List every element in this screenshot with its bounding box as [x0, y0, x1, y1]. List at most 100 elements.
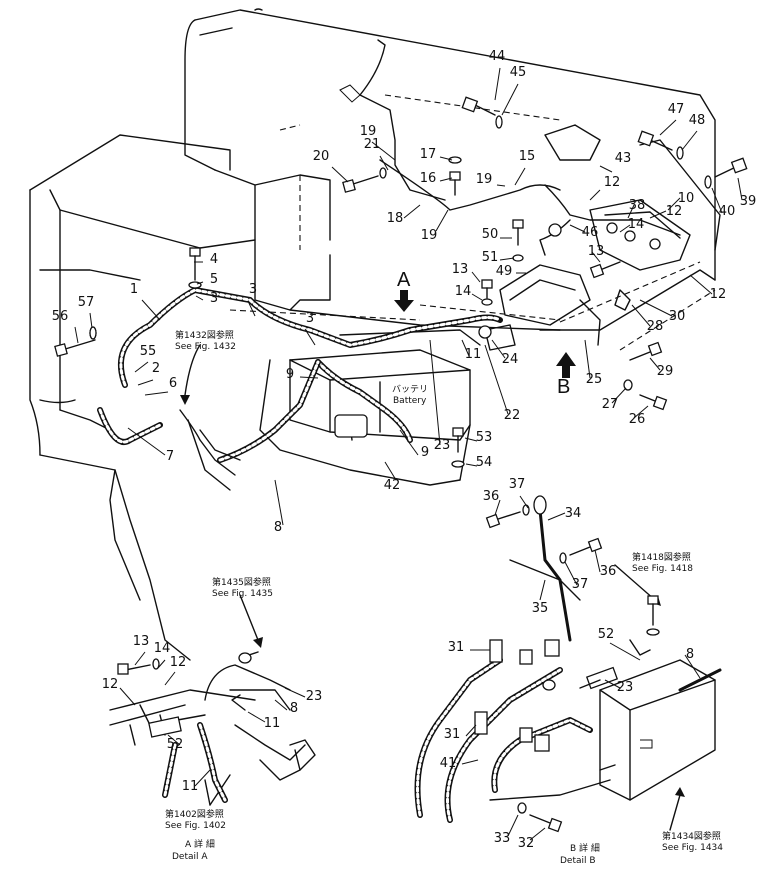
part-number-label: 13	[588, 244, 605, 259]
part-number-label: 29	[657, 364, 674, 379]
part-number-label: 33	[494, 831, 511, 846]
detail-a-caption: A 詳 細 Detail A	[172, 838, 215, 862]
part-number-label: 9	[421, 445, 429, 460]
part-number-label: 14	[455, 284, 472, 299]
see-fig-1434-callout: 第1434図参照 See Fig. 1434	[662, 830, 723, 853]
detail-b-drawing	[414, 495, 722, 833]
fig-1435-en: See Fig. 1435	[212, 589, 273, 599]
part-number-label: 25	[586, 372, 603, 387]
fig-1432-en: See Fig. 1432	[175, 342, 236, 352]
see-fig-1432-callout: 第1432図参照 See Fig. 1432	[175, 329, 236, 352]
see-fig-1435-callout: 第1435図参照 See Fig. 1435	[212, 576, 273, 599]
part-number-label: 13	[133, 634, 150, 649]
part-number-label: 12	[604, 175, 621, 190]
part-number-label: 23	[434, 438, 451, 453]
part-number-label: 8	[686, 647, 694, 662]
part-number-label: 9	[286, 367, 294, 382]
part-number-label: 1	[130, 282, 138, 297]
fig-1402-jp: 第1402図参照	[165, 808, 224, 820]
part-number-label: 31	[448, 640, 465, 655]
part-number-label: 36	[483, 489, 500, 504]
part-number-label: 10	[678, 191, 695, 206]
fig-1418-jp: 第1418図参照	[632, 551, 691, 563]
detail-a-drawing	[109, 651, 316, 803]
part-number-label: 30	[669, 309, 686, 324]
part-number-label: 12	[102, 677, 119, 692]
part-number-label: 8	[290, 701, 298, 716]
part-number-label: 18	[387, 211, 404, 226]
fig-1402-en: See Fig. 1402	[165, 821, 226, 831]
part-number-label: 51	[482, 250, 499, 265]
part-number-label: 11	[465, 347, 482, 362]
part-number-label: 12	[710, 287, 727, 302]
fasteners	[54, 96, 748, 468]
part-number-label: 2	[152, 361, 160, 376]
part-number-label: 5	[210, 272, 218, 287]
detail-a-jp: A 詳 細	[185, 838, 215, 850]
part-number-label: 3	[306, 311, 314, 326]
part-number-label: 37	[572, 577, 589, 592]
part-number-label: 42	[384, 478, 401, 493]
see-fig-1418-callout: 第1418図参照 See Fig. 1418	[632, 551, 693, 574]
part-number-label: 19	[476, 172, 493, 187]
part-number-label: 23	[617, 680, 634, 695]
part-number-label: 22	[504, 408, 521, 423]
part-number-label: 17	[420, 147, 437, 162]
part-number-label: 21	[364, 137, 381, 152]
part-number-label: 54	[476, 455, 493, 470]
battery-label-en: Battery	[393, 396, 427, 406]
part-number-label: 24	[502, 352, 519, 367]
part-number-label: 55	[140, 344, 157, 359]
part-number-label: 14	[154, 641, 171, 656]
part-number-label: 38	[629, 198, 646, 213]
part-number-label: 11	[264, 716, 281, 731]
detail-b-caption: B 詳 細 Detail B	[560, 842, 600, 866]
fig-1418-en: See Fig. 1418	[632, 564, 693, 574]
part-number-label: 14	[628, 217, 645, 232]
part-number-label: 7	[166, 449, 174, 464]
fig-1434-en: See Fig. 1434	[662, 843, 723, 853]
view-arrow-a	[394, 290, 414, 312]
part-number-label: 31	[444, 727, 461, 742]
part-number-label: 6	[169, 376, 177, 391]
part-number-label: 20	[313, 149, 330, 164]
part-number-label: 4	[210, 252, 218, 267]
machine-body-outline	[29, 8, 716, 661]
detail-b-jp: B 詳 細	[570, 842, 600, 854]
relay-cluster	[478, 124, 721, 351]
part-number-label: 28	[647, 319, 664, 334]
fig-1435-jp: 第1435図参照	[212, 576, 271, 588]
battery-box	[289, 329, 481, 481]
part-number-label: 26	[629, 412, 646, 427]
part-number-label: 27	[602, 397, 619, 412]
part-number-label: 50	[482, 227, 499, 242]
part-number-label: 16	[420, 171, 437, 186]
see-fig-1402-callout: 第1402図参照 See Fig. 1402	[165, 808, 226, 831]
part-number-label: 13	[452, 262, 469, 277]
part-number-label: 52	[598, 627, 615, 642]
detail-b-en: Detail B	[560, 856, 596, 866]
part-number-label: 36	[600, 564, 617, 579]
part-number-label: 56	[52, 309, 69, 324]
view-b-letter: B	[557, 376, 570, 398]
part-number-label: 19	[421, 228, 438, 243]
part-number-label: 12	[666, 204, 683, 219]
part-number-label: 57	[78, 295, 95, 310]
part-number-label: 15	[519, 149, 536, 164]
part-number-label: 41	[440, 756, 457, 771]
fig-1434-jp: 第1434図参照	[662, 830, 721, 842]
part-number-label: 19	[360, 124, 377, 139]
part-number-label: 40	[719, 204, 736, 219]
fig-1432-jp: 第1432図参照	[175, 329, 234, 341]
part-number-label: 49	[496, 264, 513, 279]
part-number-label: 48	[689, 113, 706, 128]
view-arrow-b	[556, 352, 576, 378]
view-a-letter: A	[397, 269, 411, 291]
part-number-label: 3	[249, 282, 257, 297]
part-number-label: 23	[306, 689, 323, 704]
part-number-label: 8	[274, 520, 282, 535]
part-number-label: 39	[740, 194, 757, 209]
part-number-label: 12	[170, 655, 187, 670]
